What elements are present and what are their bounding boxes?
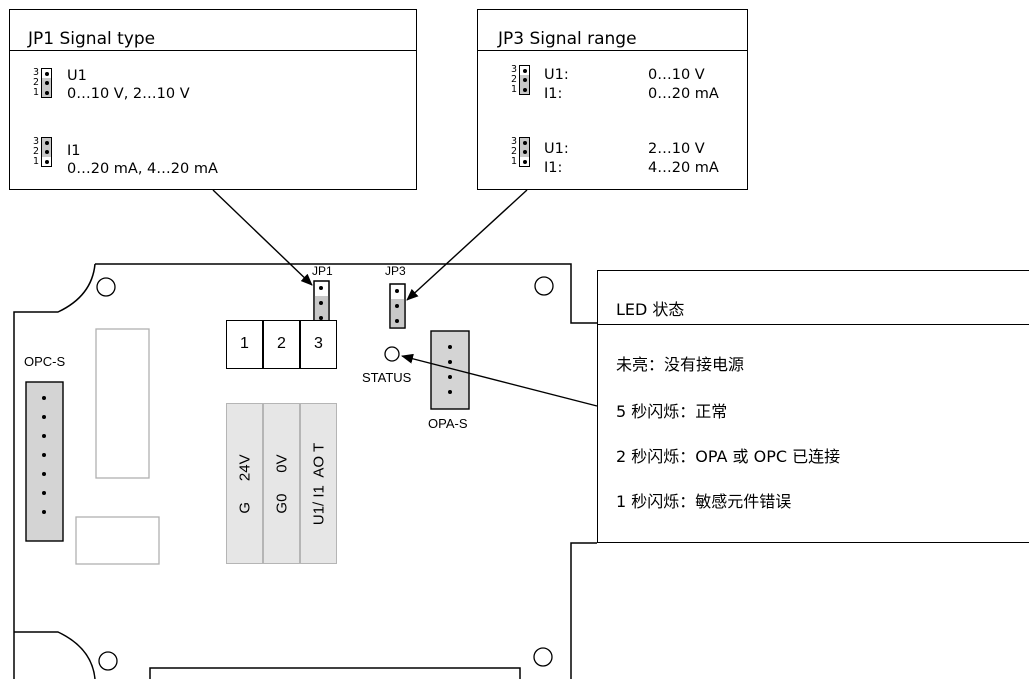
mounting-hole-top-right (534, 276, 554, 296)
jp1-option1-label: U1 (67, 68, 87, 84)
jp3-board-jumper-shade (390, 299, 405, 328)
terminal-3: 3 (300, 320, 337, 369)
status-label: STATUS (362, 370, 412, 385)
terminal-label-2-text: G0 0V (273, 453, 290, 514)
jp1-board-jumper-shade (314, 296, 329, 325)
terminal-label-3: U1/ I1 AO T (300, 403, 337, 564)
led-status-box: LED 状态 未亮：没有接电源 5 秒闪烁：正常 2 秒闪烁：OPA 或 OPC… (597, 270, 1029, 543)
jp3-option1-i1-value: 0…20 mA (648, 86, 719, 102)
jp3-option2-u1-label: U1: (544, 141, 569, 157)
status-led (384, 346, 400, 362)
jp1-callout-arrow (212, 189, 313, 286)
jp1-option2-range: 0…20 mA, 4…20 mA (67, 161, 218, 177)
board-cutout (14, 631, 96, 679)
led-row-1s: 1 秒闪烁：敏感元件错误 (616, 492, 792, 511)
jp3-option2-i1-value: 4…20 mA (648, 160, 719, 176)
jp1-option2-jumper-icon (41, 137, 52, 167)
mounting-hole-bottom-left (98, 651, 118, 671)
mounting-hole-top-left (96, 277, 116, 297)
relay-component (95, 328, 150, 479)
jp3-box-title: JP3 Signal range (478, 10, 747, 51)
led-row-2s: 2 秒闪烁：OPA 或 OPC 已连接 (616, 447, 841, 466)
jp3-option1-u1-label: U1: (544, 67, 569, 83)
opa-s-connector (430, 330, 470, 410)
opa-s-pins (448, 345, 452, 394)
led-row-off: 未亮：没有接电源 (616, 355, 745, 374)
opa-s-label: OPA-S (428, 416, 468, 431)
jp3-board-label: JP3 (385, 264, 406, 278)
jp3-option2-jumper-icon (519, 137, 530, 167)
opc-s-pins (42, 396, 46, 514)
jp3-option2-u1-value: 2…10 V (648, 141, 705, 157)
capacitor-component (75, 516, 160, 565)
bottom-label-frame (149, 667, 521, 679)
jp3-option1-jumper-icon (519, 65, 530, 95)
terminal-2: 2 (263, 320, 300, 369)
jp3-option2-i1-label: I1: (544, 160, 563, 176)
opc-s-connector (25, 381, 64, 542)
led-callout-arrow (401, 353, 598, 407)
jp1-option2-label: I1 (67, 143, 81, 159)
led-box-title: LED 状态 (598, 271, 1029, 325)
terminal-1: 1 (226, 320, 263, 369)
jp1-option1-jumper-icon (41, 68, 52, 98)
opc-s-label: OPC-S (24, 354, 66, 369)
jp3-option1-u1-value: 0…10 V (648, 67, 705, 83)
jp3-callout-arrow (406, 189, 528, 301)
jp1-board-label: JP1 (312, 264, 333, 278)
terminal-label-2: G0 0V (263, 403, 300, 564)
jp1-option1-range: 0…10 V, 2…10 V (67, 86, 190, 102)
mounting-hole-bottom-right (533, 647, 553, 667)
led-row-5s: 5 秒闪烁：正常 (616, 402, 728, 421)
terminal-label-1: G 24V (226, 403, 263, 564)
jp3-option1-i1-label: I1: (544, 86, 563, 102)
terminal-label-1-text: G 24V (236, 453, 253, 514)
terminal-label-3-text: U1/ I1 AO T (310, 442, 327, 525)
board-outline (13, 263, 597, 679)
jp1-box-title: JP1 Signal type (10, 10, 416, 51)
